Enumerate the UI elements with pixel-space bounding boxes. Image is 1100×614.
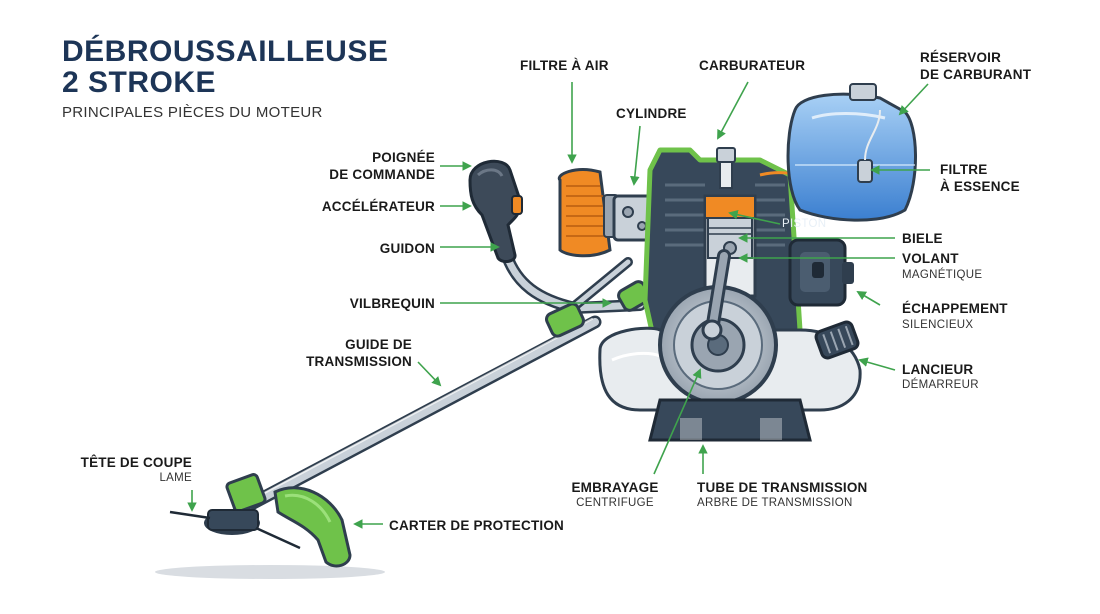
label-filtre-essence: FILTRE À ESSENCE bbox=[940, 161, 1020, 195]
label-filtre-essence-line-1: FILTRE bbox=[940, 162, 988, 177]
label-lanceur: LANCIEUR bbox=[902, 362, 974, 377]
label-carburateur: CARBURATEUR bbox=[699, 58, 806, 73]
leader-embrayage bbox=[653, 368, 702, 475]
label-embrayage-sub: CENTRIFUGE bbox=[576, 497, 654, 509]
label-guide-line-2: TRANSMISSION bbox=[306, 354, 412, 369]
label-volant-sub: MAGNÉTIQUE bbox=[902, 269, 983, 281]
drive-shaft bbox=[233, 315, 602, 517]
leader-echappement bbox=[856, 291, 881, 306]
label-guidon: GUIDON bbox=[379, 241, 435, 256]
label-tete-coupe: TÊTE DE COUPE bbox=[80, 455, 192, 470]
label-vilbrequin: VILBREQUIN bbox=[349, 296, 435, 311]
label-carter-protection: CARTER DE PROTECTION bbox=[389, 518, 565, 533]
label-echappement-sub: SILENCIEUX bbox=[902, 319, 974, 331]
leader-reservoir bbox=[898, 83, 929, 116]
engine-base bbox=[648, 398, 812, 442]
leader-guide bbox=[417, 361, 442, 387]
title-line-2: 2 STROKE bbox=[62, 66, 217, 99]
label-poignee: POIGNÉE DE COMMANDE bbox=[290, 149, 435, 183]
label-reservoir: RÉSERVOIR DE CARBURANT bbox=[920, 49, 1031, 83]
leader-lanceur bbox=[858, 357, 896, 371]
label-embrayage: EMBRAYAGE bbox=[571, 480, 659, 495]
recoil-starter bbox=[814, 320, 860, 360]
exhaust-muffler bbox=[788, 238, 854, 307]
label-tete-coupe-sub: LAME bbox=[159, 472, 192, 484]
label-filtre-air: FILTRE À AIR bbox=[520, 58, 609, 73]
label-poignee-line-1: POIGNÉE bbox=[372, 150, 435, 165]
label-volant: VOLANT bbox=[902, 251, 959, 266]
label-echappement: ÉCHAPPEMENT bbox=[902, 301, 1008, 316]
label-reservoir-line-2: DE CARBURANT bbox=[920, 67, 1032, 82]
label-tube-transmission: TUBE DE TRANSMISSION bbox=[697, 480, 868, 495]
ground-shadow bbox=[155, 565, 385, 579]
control-handle bbox=[468, 159, 523, 264]
flywheel bbox=[658, 249, 778, 405]
leader-cylindre bbox=[630, 125, 641, 186]
label-tube-transmission-sub: ARBRE DE TRANSMISSION bbox=[697, 497, 853, 509]
label-poignee-line-2: DE COMMANDE bbox=[329, 167, 435, 182]
fuel-tank bbox=[786, 83, 917, 222]
protection-guard bbox=[273, 486, 352, 568]
leader-piston bbox=[728, 209, 781, 225]
leader-carburateur bbox=[717, 81, 749, 140]
label-filtre-essence-line-2: À ESSENCE bbox=[940, 179, 1020, 194]
label-reservoir-line-1: RÉSERVOIR bbox=[920, 50, 1002, 65]
page-subtitle: PRINCIPALES PIÈCES DU MOTEUR bbox=[62, 104, 323, 121]
page-title: DÉBROUSSAILLEUSE 2 STROKE bbox=[62, 36, 388, 98]
label-guide-line-1: GUIDE DE bbox=[345, 337, 412, 352]
air-filter bbox=[557, 168, 619, 258]
title-line-1: DÉBROUSSAILLEUSE bbox=[62, 35, 389, 68]
label-lanceur-sub: DÉMARREUR bbox=[902, 379, 979, 391]
label-biele: BIELE bbox=[902, 231, 943, 246]
cutting-head bbox=[169, 473, 301, 550]
label-cylindre: CYLINDRE bbox=[616, 106, 687, 121]
leader-lines bbox=[187, 81, 930, 529]
handlebar bbox=[499, 244, 651, 338]
label-accelerateur: ACCÉLÉRATEUR bbox=[321, 199, 435, 214]
label-piston: PISTON bbox=[782, 218, 827, 230]
label-guide-transmission: GUIDE DE TRANSMISSION bbox=[262, 336, 412, 370]
